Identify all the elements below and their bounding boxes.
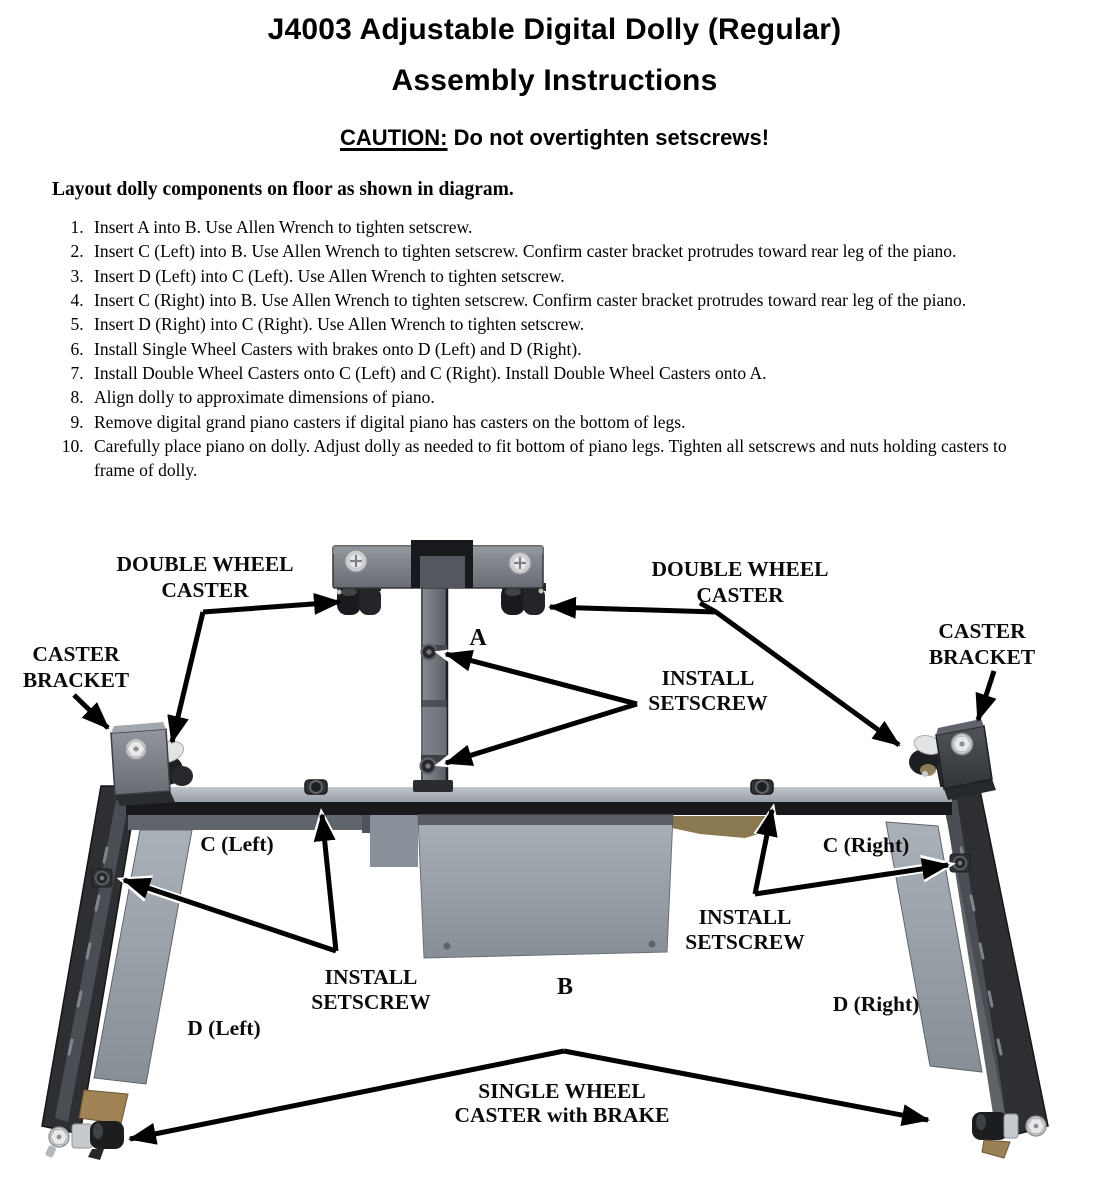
arrow-setscrew-beam-right xyxy=(752,808,778,895)
setscrew-right-leg xyxy=(949,853,971,873)
arrow-single-caster-left xyxy=(128,1048,565,1145)
intro-heading: Layout dolly components on floor as show… xyxy=(52,179,514,200)
right-leg xyxy=(931,740,1049,1137)
label-caster-bracket-left-2: BRACKET xyxy=(23,668,130,692)
arrow-caster-bracket-left xyxy=(72,693,110,730)
label-part-c-left: C (Left) xyxy=(200,832,273,856)
label-caster-bracket-right-2: BRACKET xyxy=(929,645,1036,669)
assembly-step: Insert D (Left) into C (Left). Use Allen… xyxy=(88,264,1023,288)
assembly-screw xyxy=(343,548,369,574)
left-leg-end-block xyxy=(78,1089,129,1125)
c-left-channel xyxy=(128,815,370,830)
assembly-steps-list: Insert A into B. Use Allen Wrench to tig… xyxy=(0,215,1023,482)
caster-bolt xyxy=(1025,1115,1047,1137)
label-part-d-left: D (Left) xyxy=(187,1016,260,1040)
part-a-caster-assembly xyxy=(332,540,546,615)
label-install-setscrew-center: INSTALL xyxy=(662,666,755,690)
plate-corner-tab xyxy=(370,815,418,867)
assembly-step: Insert A into B. Use Allen Wrench to tig… xyxy=(88,215,1023,239)
arrow-caster-bracket-right xyxy=(975,670,997,722)
setscrew-left-leg xyxy=(91,868,113,888)
main-beam xyxy=(126,787,952,867)
label-install-setscrew-bottom-right: INSTALL xyxy=(699,905,792,929)
caution-line: CAUTION: Do not overtighten setscrews! xyxy=(0,125,1109,151)
assembly-screw xyxy=(507,550,533,576)
arrow-setscrew-left-leg xyxy=(122,877,337,954)
assembly-step: Install Double Wheel Casters onto C (Lef… xyxy=(88,361,1023,385)
page-subtitle: Assembly Instructions xyxy=(391,64,718,97)
label-single-wheel-caster-2: CASTER with BRAKE xyxy=(454,1103,669,1127)
label-single-wheel-caster: SINGLE WHEEL xyxy=(478,1079,646,1103)
setscrew-beam-right xyxy=(750,779,774,795)
label-double-wheel-caster-right-2: CASTER xyxy=(696,583,784,607)
right-single-wheel-caster xyxy=(972,1112,1047,1159)
arrow-setscrew-post-lower xyxy=(444,701,638,766)
label-part-a: A xyxy=(469,625,487,651)
c-right-channel xyxy=(672,816,772,838)
arrow-dwc-right-to-assembly xyxy=(548,596,718,619)
arrow-single-caster-right xyxy=(563,1048,930,1126)
label-part-c-right: C (Right) xyxy=(823,833,910,857)
assembly-step: Insert C (Right) into B. Use Allen Wrenc… xyxy=(88,288,1023,312)
label-double-wheel-caster-right: DOUBLE WHEEL xyxy=(651,557,828,581)
arrow-setscrew-post-upper xyxy=(444,649,638,707)
assembly-step: Insert D (Right) into C (Right). Use All… xyxy=(88,312,1023,336)
setscrew-post-upper xyxy=(420,643,438,661)
assembly-step: Carefully place piano on dolly. Adjust d… xyxy=(88,434,1023,483)
bracket-bolt xyxy=(950,732,974,756)
assembly-step: Install Single Wheel Casters with brakes… xyxy=(88,337,1023,361)
left-caster-bracket xyxy=(110,722,193,806)
arrow-dwc-right-to-bracket-wheel xyxy=(714,609,901,748)
bracket-bolt xyxy=(124,737,148,761)
label-install-setscrew-bottom-right-2: SETSCREW xyxy=(685,930,805,954)
caster-bolt xyxy=(48,1126,70,1148)
assembly-step: Insert C (Left) into B. Use Allen Wrench… xyxy=(88,239,1023,263)
left-leg-slots xyxy=(67,846,109,1056)
assembly-step: Align dolly to approximate dimensions of… xyxy=(88,385,1023,409)
caution-text: Do not overtighten setscrews! xyxy=(447,125,770,150)
label-caster-bracket-left: CASTER xyxy=(32,642,120,666)
label-caster-bracket-right: CASTER xyxy=(938,619,1026,643)
setscrew-post-lower xyxy=(419,757,437,775)
label-part-d-right: D (Right) xyxy=(833,992,920,1016)
dolly-assembly-diagram: DOUBLE WHEEL CASTER DOUBLE WHEEL CASTER … xyxy=(23,540,1049,1160)
label-double-wheel-caster-left-2: CASTER xyxy=(161,578,249,602)
left-single-wheel-caster xyxy=(45,1121,124,1160)
label-install-setscrew-bottom-left-2: SETSCREW xyxy=(311,990,431,1014)
arrow-setscrew-right-leg xyxy=(754,857,950,897)
page-title: J4003 Adjustable Digital Dolly (Regular) xyxy=(267,13,842,46)
right-leg-panel xyxy=(885,821,983,1073)
double-wheel-caster-top-left xyxy=(336,585,381,615)
label-install-setscrew-center-2: SETSCREW xyxy=(648,691,768,715)
annotation-arrows xyxy=(72,592,997,1145)
part-b-plate xyxy=(417,814,674,959)
arrow-dwc-left-to-bracket-wheel xyxy=(167,611,206,744)
arrow-setscrew-beam-left xyxy=(313,813,339,952)
assembly-step: Remove digital grand piano casters if di… xyxy=(88,410,1023,434)
caution-label: CAUTION: xyxy=(339,125,448,150)
setscrew-beam-left xyxy=(304,779,328,795)
label-double-wheel-caster-left: DOUBLE WHEEL xyxy=(116,552,293,576)
label-part-b: B xyxy=(557,974,573,1000)
arrow-dwc-left-to-assembly xyxy=(202,592,342,615)
label-install-setscrew-bottom-left: INSTALL xyxy=(325,965,418,989)
double-wheel-caster-top-right xyxy=(501,585,545,615)
right-caster-bracket xyxy=(909,719,996,800)
